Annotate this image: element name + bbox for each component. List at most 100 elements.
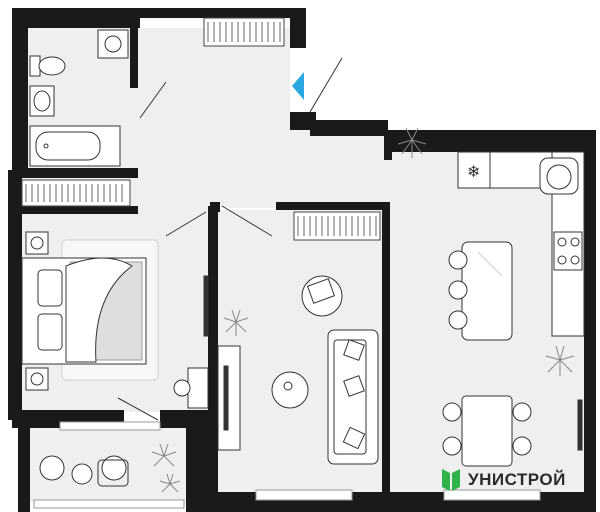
wall-kitchen-top — [310, 120, 388, 136]
windows — [33, 421, 541, 509]
walls — [8, 8, 596, 512]
wall-kitchen-left — [384, 150, 392, 160]
balcony-table — [71, 463, 93, 485]
dining-chair-2 — [442, 436, 462, 456]
stool-2 — [448, 280, 468, 300]
desk-chair — [173, 379, 191, 397]
cooktop — [553, 231, 583, 271]
burner-4 — [570, 255, 580, 265]
pillow-bottom — [37, 313, 63, 351]
wall-left-bath — [12, 8, 28, 178]
wall-kitchen-bottom — [388, 492, 596, 512]
wall-balcony-left — [18, 428, 30, 512]
plant-icon-kitchen — [545, 345, 575, 376]
bed-blanket — [65, 257, 133, 363]
cushion-1 — [343, 339, 365, 361]
plant-icon-balcony-1 — [151, 443, 177, 467]
wall-living-right — [382, 202, 390, 494]
window-kitchen — [443, 489, 541, 501]
bathtub-drain — [43, 143, 49, 149]
plant-icon-living — [223, 309, 249, 336]
wardrobe-hangers — [25, 22, 377, 236]
burner-2 — [570, 237, 580, 247]
kitchen-furniture: ❄ — [442, 151, 585, 467]
window-living — [255, 489, 353, 501]
stool-3 — [448, 310, 468, 330]
wall-bedroom-right — [208, 206, 218, 412]
balcony-chair-right — [101, 455, 127, 481]
tv-stand-living — [217, 345, 241, 451]
plant-icon-balcony-2 — [159, 473, 181, 493]
wall-living-left — [210, 202, 220, 212]
wall-bath-right — [130, 28, 138, 88]
brand-name: УНИСТРОЙ — [468, 470, 566, 489]
dining-chair-3 — [512, 402, 532, 422]
door-lines — [117, 81, 273, 421]
kitchen-sink-bowl — [546, 164, 572, 190]
wall-bedroom-top — [12, 206, 138, 214]
wall-left-bedroom — [8, 170, 22, 420]
window-balcony — [33, 499, 185, 509]
pillow-top — [37, 269, 63, 307]
wall-kitchen-top-right — [384, 130, 588, 152]
tv-kitchen — [577, 399, 583, 451]
door-bedroom — [165, 211, 207, 237]
nightstand-bottom — [25, 367, 49, 391]
wardrobe-bedroom — [21, 179, 131, 207]
lamp-bottom — [30, 372, 44, 386]
unistroy-logo-icon — [442, 469, 460, 491]
dining-chair-1 — [442, 402, 462, 422]
entrance-arrow-icon — [292, 72, 304, 100]
dining-chair-4 — [512, 436, 532, 456]
burner-3 — [557, 255, 567, 265]
snowflake-icon: ❄ — [467, 162, 480, 181]
armchair — [301, 275, 343, 317]
lamp-top — [30, 236, 44, 250]
wall-balcony-right — [186, 428, 218, 512]
wall-corridor-top — [290, 112, 316, 130]
wall-top-right-pillar — [290, 8, 306, 48]
sink-basin — [33, 90, 51, 112]
island-reflection — [477, 251, 503, 277]
living-furniture — [217, 275, 379, 465]
wardrobe-living — [293, 211, 381, 241]
desk-bedroom — [187, 367, 209, 409]
bathtub-inner — [35, 131, 101, 161]
tv-bedroom — [203, 275, 209, 337]
fridge — [457, 151, 491, 189]
plants — [151, 127, 575, 493]
floor-corridor — [290, 130, 390, 210]
balcony-chair-left — [39, 455, 65, 481]
door-bathroom — [139, 81, 167, 119]
door-balcony — [117, 397, 159, 421]
wall-bath-bottom — [12, 168, 138, 178]
burner-1 — [557, 237, 567, 247]
dining-table — [461, 395, 513, 467]
door-living — [221, 205, 273, 237]
nightstand-top — [25, 231, 49, 255]
toilet-bowl — [38, 56, 66, 76]
wall-living-top — [276, 202, 388, 210]
bedroom-furniture — [21, 231, 209, 409]
coffee-table-item — [283, 381, 293, 391]
tv-living — [223, 365, 229, 431]
cushion-3 — [342, 426, 366, 450]
wall-right — [584, 130, 596, 512]
balcony-furniture — [39, 455, 129, 487]
bathroom-fixtures — [29, 29, 129, 167]
plant-icon-corridor — [397, 127, 427, 158]
stool-1 — [448, 250, 468, 270]
kitchen-island — [461, 241, 513, 341]
window-bedroom — [59, 421, 161, 431]
cushion-2 — [343, 375, 365, 397]
wall-top — [140, 8, 306, 18]
wardrobes — [21, 17, 381, 241]
wall-top-left — [12, 8, 140, 28]
washing-machine-drum — [104, 35, 122, 53]
wall-bedroom-bottom-right — [160, 410, 218, 428]
entrance-door-swing — [309, 57, 343, 113]
brand-logo: УНИСТРОЙ — [440, 462, 586, 498]
balcony-cabinet — [97, 459, 129, 487]
armchair-cushion — [306, 278, 336, 304]
